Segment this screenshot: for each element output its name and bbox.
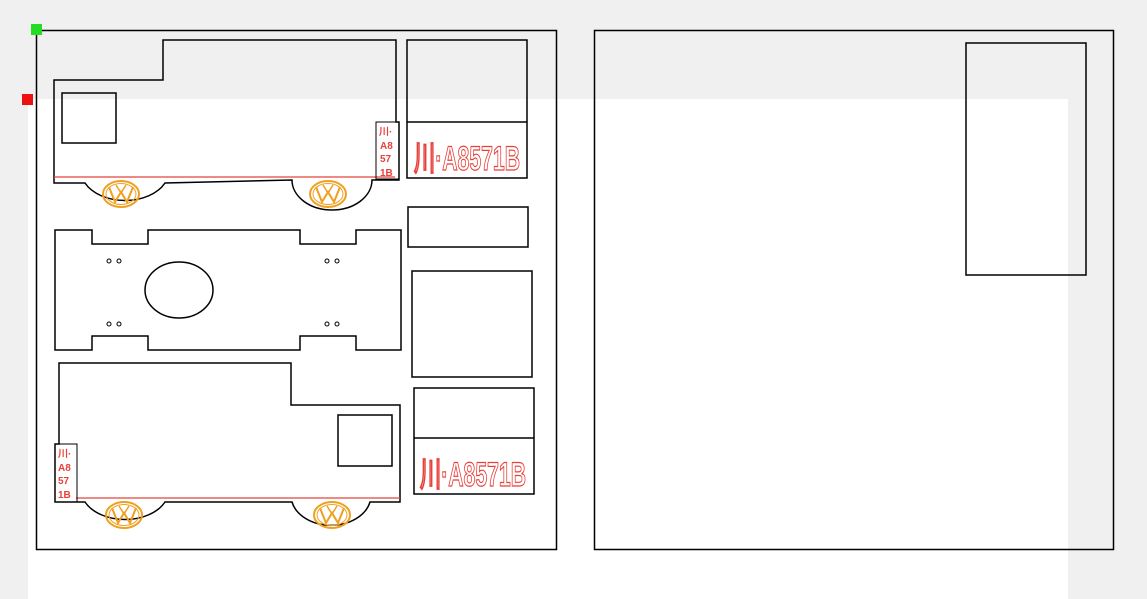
side-plate-line: A8: [58, 463, 71, 474]
side-plate-line: 1B: [380, 168, 393, 179]
side-plate-line: 57: [380, 154, 392, 165]
left-sheet-border[interactable]: [35, 29, 558, 551]
side-plate-line: A8: [380, 141, 393, 152]
right-sheet-border[interactable]: [593, 29, 1115, 551]
front-panel-with-plate[interactable]: 川·A8571B: [406, 39, 528, 179]
vw-logo-icon: [102, 180, 140, 208]
origin-handle-icon[interactable]: [31, 24, 42, 35]
truck-side-panel-top[interactable]: 川· A8 57 1B: [53, 39, 400, 211]
vw-logo-icon: [105, 501, 143, 529]
chassis-base-panel[interactable]: [54, 229, 402, 351]
vw-logo-icon: [313, 501, 351, 529]
side-plate-line: 57: [58, 476, 70, 487]
window-cutout: [61, 92, 117, 144]
window-cutout: [337, 414, 393, 467]
roof-strip-part[interactable]: [407, 206, 529, 248]
rear-license-plate-text: 川·A8571B: [420, 456, 526, 494]
vw-logo-icon: [309, 180, 347, 208]
side-plate-line: 川·: [378, 126, 392, 138]
side-plate-line: 1B: [58, 490, 71, 501]
side-plate-line: 川·: [57, 448, 71, 460]
front-license-plate-text: 川·A8571B: [414, 140, 520, 178]
truck-side-panel-bottom[interactable]: 川· A8 57 1B: [54, 362, 401, 529]
square-panel-part[interactable]: [411, 270, 533, 378]
tall-panel-part[interactable]: [965, 42, 1087, 276]
selection-handle-icon[interactable]: [22, 94, 33, 105]
center-hole: [144, 261, 214, 319]
rear-panel-with-plate[interactable]: 川·A8571B: [413, 387, 535, 495]
